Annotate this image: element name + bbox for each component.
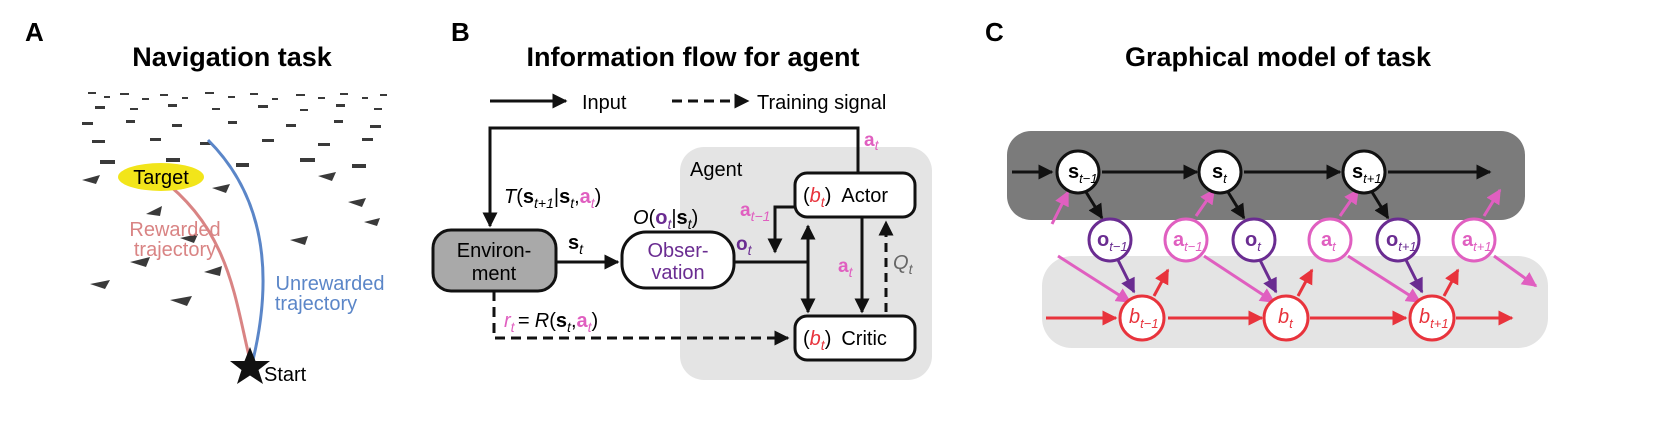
a-prev-to-b-cur-arrow: [1203, 254, 1276, 304]
node-a-cur: at: [1307, 217, 1353, 263]
panel-b-title: Information flow for agent: [527, 42, 860, 72]
top-a-var: at: [864, 130, 880, 153]
actor-critic-a-var: at: [838, 256, 854, 280]
svg-text:at−1: at−1: [1173, 229, 1203, 254]
rewarded-label-line1: Rewarded: [129, 219, 220, 241]
actor-box: [793, 171, 917, 219]
node-a-prev: at−1: [1163, 217, 1209, 263]
panel-c: C Graphical model of task: [985, 17, 1548, 348]
svg-text:bt−1: bt−1: [1129, 306, 1159, 331]
prev-action-arrow: [767, 205, 795, 254]
a-cur-to-s-next-arrow: [1338, 188, 1360, 217]
star-icon: [230, 347, 270, 384]
target-label: Target: [133, 167, 189, 189]
node-s-prev: st−1: [1055, 149, 1101, 195]
obs-output-var: ot: [736, 234, 753, 258]
s-prev-to-o-prev-arrow: [1084, 191, 1104, 220]
svg-text:st+1: st+1: [1352, 161, 1382, 186]
svg-text:ot+1: ot+1: [1386, 229, 1417, 254]
legend-training-label: Training signal: [757, 92, 886, 114]
svg-text:st−1: st−1: [1068, 161, 1098, 186]
node-b-cur: bt: [1262, 294, 1310, 342]
svg-text:ot−1: ot−1: [1097, 229, 1128, 254]
agent-label: Agent: [690, 159, 743, 181]
prev-action-var: at−1: [740, 200, 770, 224]
unrewarded-trajectory-path: [206, 138, 265, 361]
q-var: Qt: [893, 252, 914, 277]
rewarded-label-line2: trajectory: [134, 239, 216, 261]
node-s-next: st+1: [1341, 149, 1387, 195]
panel-b-letter: B: [451, 17, 470, 47]
a-in-to-b-prev-arrow: [1057, 254, 1132, 304]
unrewarded-label-line1: Unrewarded: [276, 273, 385, 295]
b-prev-to-a-prev-arrow: [1152, 268, 1170, 297]
a-next-out-diag-arrow: [1493, 254, 1538, 288]
reward-label: rt= R(st,at): [504, 310, 598, 335]
o-prev-to-b-prev-arrow: [1116, 259, 1136, 294]
svg-text:bt+1: bt+1: [1419, 306, 1449, 331]
o-next-to-b-next-arrow: [1404, 259, 1424, 294]
s-next-to-o-next-arrow: [1370, 191, 1390, 220]
node-o-next: ot+1: [1375, 217, 1421, 263]
panel-c-title: Graphical model of task: [1125, 42, 1432, 72]
panel-a-title: Navigation task: [132, 42, 333, 72]
target-ellipse: [118, 163, 204, 191]
legend-input-label: Input: [582, 92, 627, 114]
unrewarded-label-line2: trajectory: [275, 293, 357, 315]
s-cur-to-o-cur-arrow: [1226, 191, 1246, 220]
panel-a-letter: A: [25, 17, 44, 47]
svg-text:bt: bt: [1278, 306, 1294, 331]
observation-box: [620, 230, 736, 290]
actor-label: (bt)Actor: [803, 185, 888, 210]
environment-label-line2: ment: [472, 263, 517, 285]
critic-box: [793, 314, 917, 362]
state-band: [1007, 131, 1525, 220]
observation-label-line2: vation: [651, 262, 704, 284]
observation-label-line1: Obser-: [647, 240, 708, 262]
svg-text:st: st: [1212, 161, 1228, 186]
a-next-out-arrow: [1482, 188, 1502, 217]
node-b-next: bt+1: [1408, 294, 1456, 342]
b-cur-to-a-cur-arrow: [1296, 268, 1314, 297]
a-cur-to-b-next-arrow: [1347, 254, 1422, 304]
observation-fn-label: O(ot|st): [633, 207, 698, 232]
rewarded-trajectory-path: [159, 176, 252, 361]
ground-texture: [82, 92, 387, 306]
action-loop-arrow: [482, 126, 860, 228]
panel-a: A Navigation task: [25, 17, 387, 386]
a-prev-to-s-cur-arrow: [1194, 188, 1216, 217]
svg-text:at+1: at+1: [1462, 229, 1492, 254]
node-b-prev: bt−1: [1118, 294, 1166, 342]
node-s-cur: st: [1197, 149, 1243, 195]
reward-signal-arrow: [492, 291, 790, 346]
start-label: Start: [264, 364, 307, 386]
environment-label-line1: Environ-: [457, 240, 531, 262]
node-o-prev: ot−1: [1087, 217, 1133, 263]
node-o-cur: ot: [1231, 217, 1277, 263]
panel-b: B Information flow for agent Input Train…: [431, 17, 932, 380]
panel-c-letter: C: [985, 17, 1004, 47]
state-var: st: [568, 232, 584, 257]
b-next-to-a-next-arrow: [1442, 268, 1460, 297]
a-in-to-s-prev-arrow: [1050, 190, 1070, 225]
svg-text:at: at: [1321, 229, 1337, 254]
critic-label: (bt)Critic: [803, 328, 887, 353]
transition-label: T(st+1|st,at): [504, 186, 601, 211]
o-cur-to-b-cur-arrow: [1258, 259, 1278, 294]
node-a-next: at+1: [1451, 217, 1497, 263]
svg-text:ot: ot: [1245, 229, 1262, 254]
